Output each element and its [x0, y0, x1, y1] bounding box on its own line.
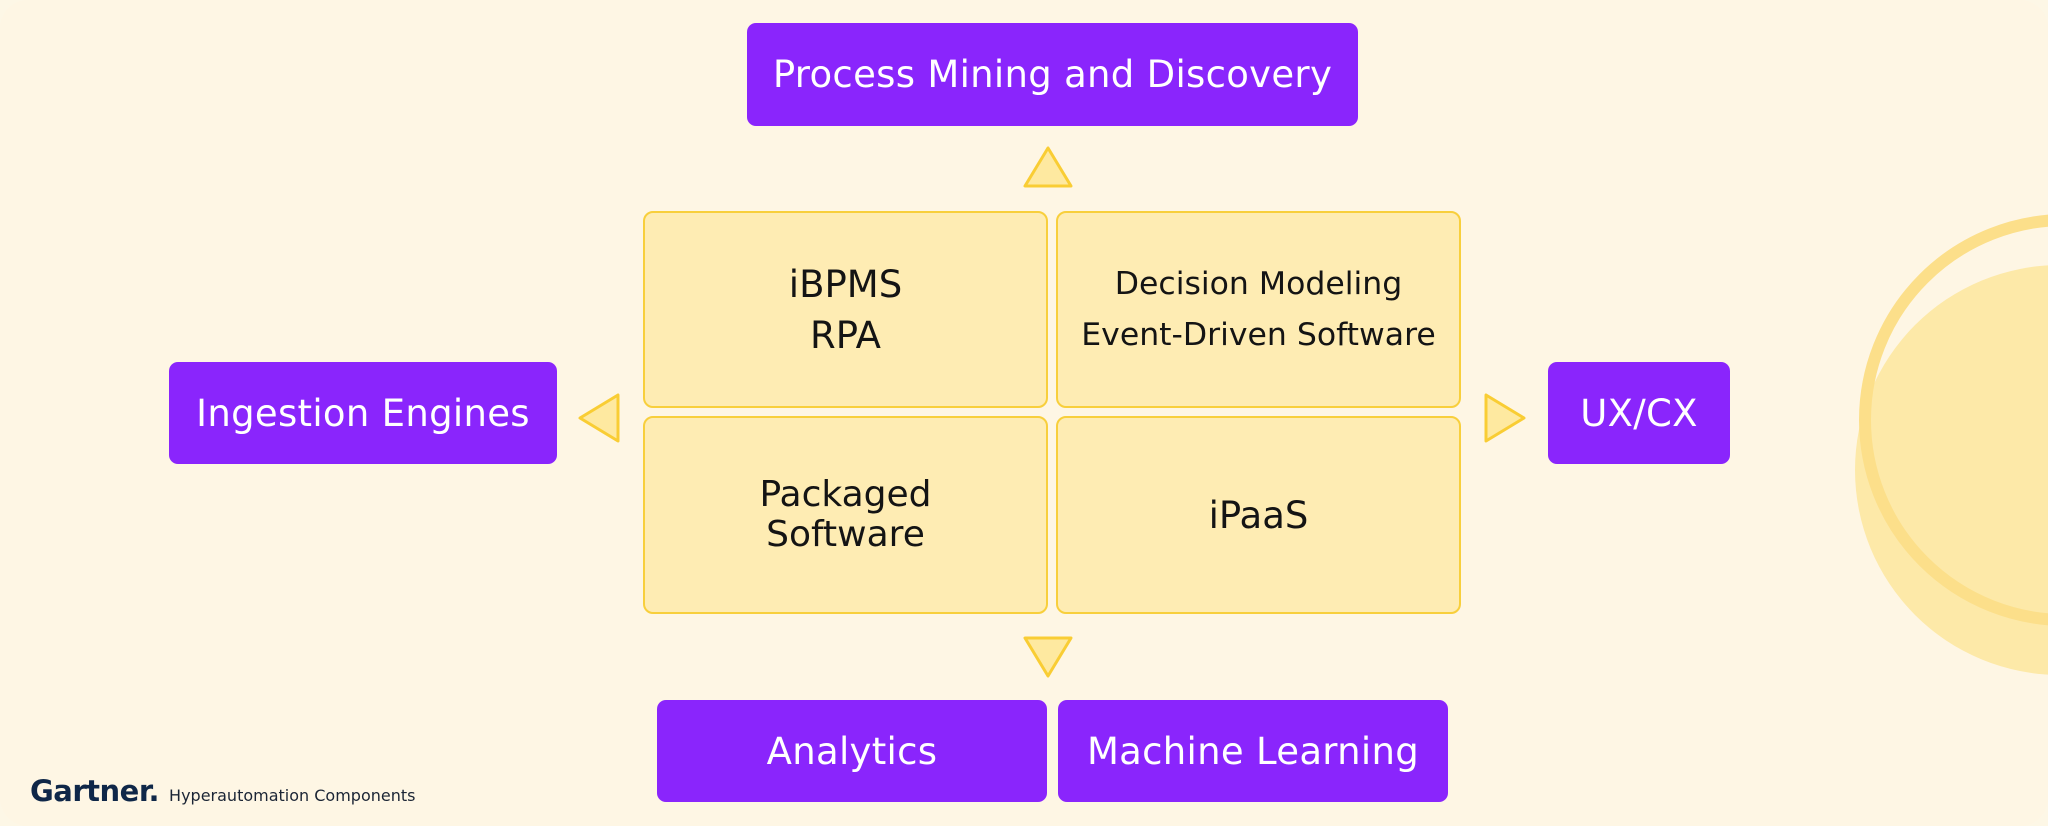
grid-cell-decision-modeling: Decision Modeling Event-Driven Software: [1056, 211, 1461, 408]
ingestion-engines-box: Ingestion Engines: [169, 362, 557, 464]
cell-line: Decision Modeling: [1114, 265, 1403, 302]
decorative-circle-filled: [1855, 265, 2048, 675]
decorative-ring: [1859, 214, 2048, 626]
gartner-logo: Gartner.: [30, 774, 160, 808]
arrow-up-icon: [1023, 146, 1073, 188]
arrow-right-icon: [1484, 393, 1526, 443]
process-mining-box: Process Mining and Discovery: [747, 23, 1358, 126]
cell-line: iPaaS: [1208, 493, 1309, 537]
cell-line: Software: [766, 514, 925, 555]
arrow-left-icon: [578, 393, 620, 443]
grid-cell-ipaas: iPaaS: [1056, 416, 1461, 614]
cell-line: iBPMS: [788, 262, 903, 306]
footer-caption: Hyperautomation Components: [169, 786, 416, 805]
grid-cell-ibpms-rpa: iBPMS RPA: [643, 211, 1048, 408]
footer: Gartner. Hyperautomation Components: [30, 774, 415, 808]
ux-cx-box: UX/CX: [1548, 362, 1730, 464]
cell-line: RPA: [810, 313, 881, 357]
cell-line: Packaged: [759, 474, 932, 515]
machine-learning-box: Machine Learning: [1058, 700, 1448, 802]
cell-line: Event-Driven Software: [1081, 316, 1436, 353]
arrow-down-icon: [1023, 636, 1073, 678]
analytics-box: Analytics: [657, 700, 1047, 802]
grid-cell-packaged-software: Packaged Software: [643, 416, 1048, 614]
